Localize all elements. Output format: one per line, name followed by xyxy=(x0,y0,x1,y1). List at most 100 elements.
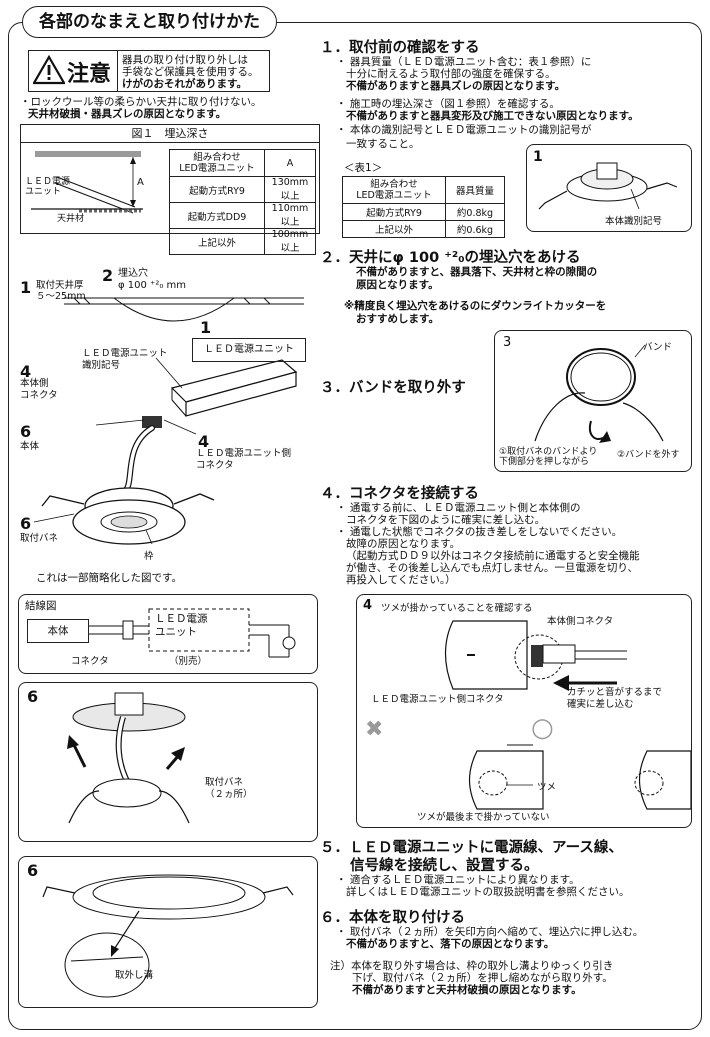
mass-cell: 起動方式RY9 xyxy=(342,203,446,221)
diagram-num-1: 1 xyxy=(20,278,32,297)
fig1-header-cell: 組み合わせ LED電源ユニット xyxy=(169,149,265,177)
caution-line: けがのおそれがあります。 xyxy=(122,78,247,90)
wiring-title: 結線図 xyxy=(25,600,57,612)
s3-fig-panel: 3 バンド ①取付バネのバンドより 下側部分を押しながら ②バンドを外す xyxy=(494,330,692,472)
s1-text: ・ 本体の識別記号とＬＥＤ電源ユニットの識別記号が xyxy=(336,124,592,136)
fig1-unit-label: ＬＥＤ電源 ユニット xyxy=(25,177,71,197)
fig6b-illustration xyxy=(42,874,294,998)
rockwool-note: ・ロックウール等の柔らかい天井に取り付けない。 xyxy=(20,96,262,108)
fig6a-panel: 6 取付バネ （２ヵ所） xyxy=(18,682,318,842)
s1-text: ・ 施工時の埋込深さ（図１参照）を確認する。 xyxy=(336,98,560,110)
body-connector-label: 本体側 コネクタ xyxy=(20,378,58,401)
s3-fig-num: 3 xyxy=(503,335,512,350)
s1-text: 不備がありますと器具変形及び施工できない原因となります。 xyxy=(346,110,639,122)
page-frame xyxy=(8,22,702,1030)
fig1-illustration xyxy=(31,151,143,214)
s6-text: 不備がありますと、落下の原因となります。 xyxy=(346,938,555,950)
s5-heading-2: 信号線を接続し、設置する。 xyxy=(350,858,539,874)
s1-text: 一致すること。 xyxy=(346,138,420,150)
caution-text: 器具の取り付け取り外しは 手袋など保護具を使用する。 けがのおそれがあります。 xyxy=(122,54,259,90)
s6-text: ・ 取付バネ（２ヵ所）を矢印方向へ縮めて、埋込穴に押し込む。 xyxy=(336,926,644,938)
fig1-box: 図１ 埋込深さ ＬＥＤ電源 ユニット 天井材 A 組み合わせ LED電源ユニット… xyxy=(20,124,320,255)
fig6b-num: 6 xyxy=(27,861,39,880)
s6-text: 注）本体を取り外す場合は、枠の取外し溝よりゆっくり引き xyxy=(330,960,614,972)
ng-mark-icon: ✖ xyxy=(365,717,384,742)
parts-illustration xyxy=(33,297,304,545)
fig1-cell: 130mm以上 xyxy=(264,176,316,203)
diagram-num-4b: 4 xyxy=(198,432,210,451)
fig1-cell: 100mm以上 xyxy=(264,228,316,255)
s2-text: 原因となります。 xyxy=(356,279,439,291)
s5-text: ・ 適合するＬＥＤ電源ユニットにより異なります。 xyxy=(336,874,580,886)
fig1-cell: 上記以外 xyxy=(169,228,265,255)
s6-text: 下げ、取付バネ（２ヵ所）を押し縮めながら取り外す。 xyxy=(352,972,613,984)
fig1-cell: 起動方式RY9 xyxy=(169,176,265,203)
caution-label-cell: 注意 xyxy=(29,51,118,91)
fig6a-num: 6 xyxy=(27,687,39,706)
warning-triangle-icon xyxy=(33,55,65,85)
mass-cell: 約0.6kg xyxy=(445,220,505,238)
fig6a-label: 取付バネ （２ヵ所） xyxy=(205,777,253,800)
wiring-separate-label: （別売） xyxy=(169,656,208,667)
s4-fig-num: 4 xyxy=(363,598,373,613)
caution-box: 注意 器具の取り付け取り外しは 手袋など保護具を使用する。 けがのおそれがありま… xyxy=(28,50,270,92)
diagram-num-6: 6 xyxy=(20,422,32,441)
diagram-num-2: 2 xyxy=(102,266,114,285)
mass-cell: 上記以外 xyxy=(342,220,446,238)
s4-text: 故障の原因となります。 xyxy=(346,538,461,550)
fig6b-panel: 6 取外し溝 xyxy=(18,856,318,1008)
spring-label: 取付バネ xyxy=(20,533,59,544)
caution-word: 注意 xyxy=(67,62,112,87)
s1-text: 十分に耐えるよう取付部の強度を確保する。 xyxy=(346,68,556,80)
s2-text: おすすめします。 xyxy=(356,313,439,325)
s3-fig-illustration xyxy=(534,344,664,443)
s2-text: ※精度良く埋込穴をあけるのにダウンライトカッターを xyxy=(344,300,607,312)
s4-body-connector: 本体側コネクタ xyxy=(547,616,614,627)
s6-heading: ６．本体を取り付ける xyxy=(320,910,465,926)
s4-text: コネクタを下図のように確実に差し込む。 xyxy=(346,514,546,526)
page-title: 各部のなまえと取り付けかた xyxy=(22,6,277,38)
wiring-panel: 結線図 本体 ＬＥＤ電源 ユニット コネクタ （別売） xyxy=(18,594,318,674)
fig1-a-label: A xyxy=(137,177,144,188)
wiring-body-box: 本体 xyxy=(27,619,89,643)
diagram-num-6b: 6 xyxy=(20,514,32,533)
rockwool-warning: 天井材破損・器具ズレの原因となります。 xyxy=(28,108,227,120)
wiring-lines xyxy=(89,608,296,658)
s1-fig-num: 1 xyxy=(533,149,543,165)
s1-text: ・ 器具質量（ＬＥＤ電源ユニット含む：表１参照）に xyxy=(336,56,592,68)
fig1-header-cell: A xyxy=(264,149,316,177)
wiring-connector-label: コネクタ xyxy=(71,656,109,667)
wiring-unit-label: ＬＥＤ電源 ユニット xyxy=(155,613,208,638)
unit-name-box: ＬＥＤ電源ユニット xyxy=(192,338,306,362)
fig1-cell: 110mm以上 xyxy=(264,202,316,229)
diagram-num-4: 4 xyxy=(20,362,32,381)
body-label: 本体 xyxy=(20,441,40,452)
s4-text: が働き、その後差し込んでも点灯しません。一旦電源を切り、 xyxy=(346,562,639,574)
s1-fig-panel: 1 本体識別記号 xyxy=(526,144,692,232)
ceiling-thickness-label: 取付天井厚 ５～25mm xyxy=(36,280,86,302)
s5-text: 詳しくはＬＥＤ電源ユニットの取扱説明書を参照ください。 xyxy=(346,886,630,898)
hole-size-label: 埋込穴 φ 100 ⁺²₀ mm xyxy=(118,268,186,291)
fig6a-illustration xyxy=(67,692,190,824)
unit-connector-label: ＬＥＤ電源ユニット側 コネクタ xyxy=(196,448,292,471)
s2-heading: ２．天井にφ 100 ⁺²₀の埋込穴をあける xyxy=(320,250,581,266)
s4-text: ・ 通電する前に、ＬＥＤ電源ユニット側と本体側の xyxy=(336,502,581,514)
caution-line: 器具の取り付け取り外しは xyxy=(122,54,248,66)
s1-fig-label: 本体識別記号 xyxy=(605,216,663,227)
s4-heading: ４．コネクタを接続する xyxy=(320,486,479,502)
s1-fig-illustration xyxy=(538,162,678,210)
simplified-note: これは一部簡略化した図です。 xyxy=(36,572,182,584)
s4-text: ・ 通電した状態でコネクタの抜き差しをしないでください。 xyxy=(336,526,623,538)
diagram-num-1b: 1 xyxy=(200,318,212,337)
s4-click-label: カチッと音がするまで 確実に差し込む xyxy=(567,687,663,710)
s4-tsume-label: ツメ xyxy=(537,782,557,793)
ok-mark-icon: ○ xyxy=(531,713,554,743)
s1-text: 不備がありますと器具ズレの原因となります。 xyxy=(346,80,566,92)
s4-not-hooked-label: ツメが最後まで掛かっていない xyxy=(417,812,550,823)
s4-text: 再投入してください。） xyxy=(346,574,456,586)
s3-heading: ３．バンドを取り外す xyxy=(320,380,466,396)
fig6b-label: 取外し溝 xyxy=(115,970,154,981)
s3-caption-2: ②バンドを外す xyxy=(617,450,680,460)
mass-header-cell: 組み合わせ LED電源ユニット xyxy=(342,176,446,204)
